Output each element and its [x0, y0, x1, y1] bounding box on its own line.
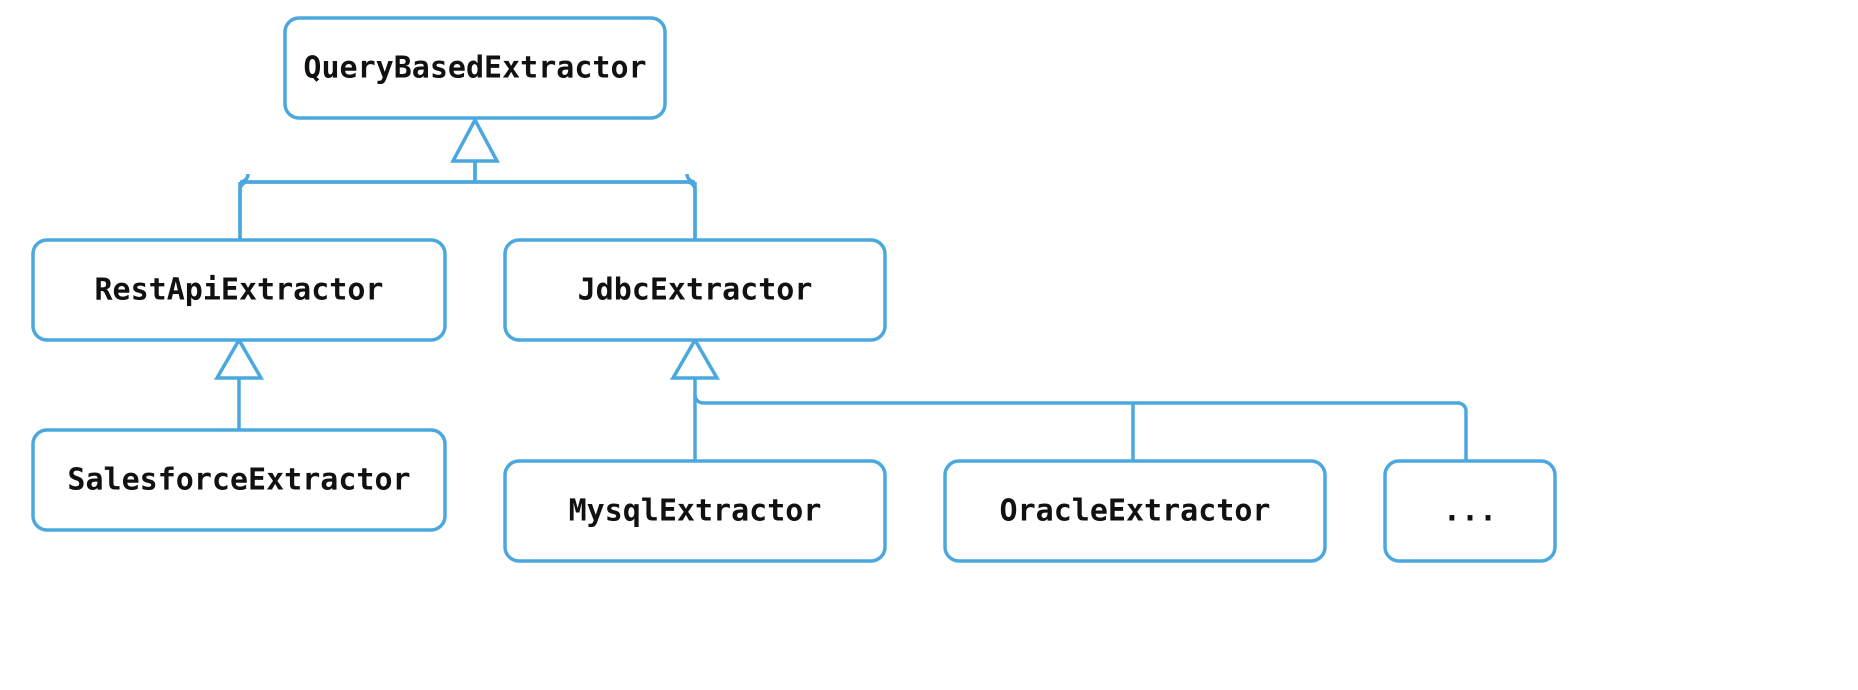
class-box-rest-api-extractor[interactable]: RestApiExtractor — [31, 238, 447, 342]
class-box-label-oracle-extractor: OracleExtractor — [1000, 494, 1271, 529]
class-box-query-based-extractor[interactable]: QueryBasedExtractor — [283, 16, 667, 120]
class-box-mysql-extractor[interactable]: MysqlExtractor — [503, 459, 887, 563]
class-box-rect-query-based-extractor[interactable] — [283, 16, 667, 120]
class-box-rect-oracle-extractor[interactable] — [943, 459, 1327, 563]
connector-jdbc-bus — [693, 394, 1468, 461]
connector-elbow-jdbc — [475, 180, 697, 240]
class-box-rect-rest-api-extractor[interactable] — [31, 238, 447, 342]
class-box-rect-jdbc-extractor[interactable] — [503, 238, 887, 342]
class-box-label-mysql-extractor: MysqlExtractor — [569, 494, 822, 529]
connector-layer — [237, 160, 1468, 461]
class-box-label-ellipsis-extractor: ... — [1443, 494, 1497, 529]
connector-elbow-restapi — [238, 180, 475, 240]
class-box-label-query-based-extractor: QueryBasedExtractor — [303, 51, 646, 86]
class-box-label-salesforce-extractor: SalesforceExtractor — [67, 463, 410, 498]
inheritance-triangle-restapi — [213, 336, 265, 380]
class-box-rect-mysql-extractor[interactable] — [503, 459, 887, 563]
class-box-label-jdbc-extractor: JdbcExtractor — [578, 273, 813, 308]
class-box-rect-salesforce-extractor[interactable] — [31, 428, 447, 532]
class-box-layer: QueryBasedExtractor RestApiExtractor Jdb… — [31, 16, 1557, 563]
inheritance-triangle-jdbc — [669, 336, 721, 380]
class-box-ellipsis-extractor[interactable]: ... — [1383, 459, 1557, 563]
inheritance-triangle-querybased — [450, 116, 500, 163]
connector-querybased-bus — [238, 163, 697, 240]
class-box-oracle-extractor[interactable]: OracleExtractor — [943, 459, 1327, 563]
class-box-rect-ellipsis-extractor[interactable] — [1383, 459, 1557, 563]
class-box-jdbc-extractor[interactable]: JdbcExtractor — [503, 238, 887, 342]
inheritance-arrowheads — [213, 116, 721, 380]
class-box-salesforce-extractor[interactable]: SalesforceExtractor — [31, 428, 447, 532]
class-box-label-rest-api-extractor: RestApiExtractor — [95, 273, 384, 308]
